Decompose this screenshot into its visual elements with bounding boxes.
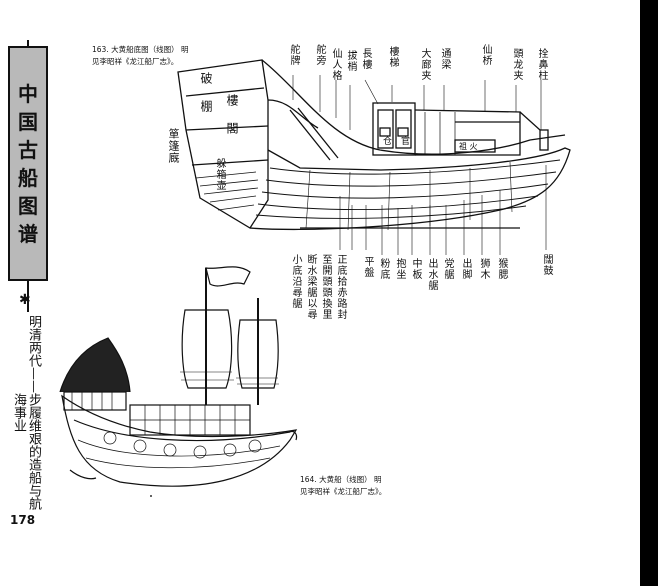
label-top: 頭龙夹	[511, 48, 522, 81]
book-title-char: 中	[18, 81, 38, 106]
label-bottom: 狮木	[478, 258, 489, 280]
label-bottom: 平盤	[362, 256, 373, 278]
label-bottom: 闊鼓	[541, 254, 552, 276]
label-bottom: 出水艍	[426, 258, 437, 291]
book-title-char: 图	[18, 193, 38, 218]
label-bottom: 粉底	[378, 258, 389, 280]
scan-border	[640, 0, 658, 586]
label-bottom: 猴腮	[496, 258, 507, 280]
label-top: 仙人格	[330, 48, 341, 81]
label-top: 拔梢	[345, 50, 356, 72]
book-page: 中 国 古 船 图 谱 ✱ 明清两代——步履维艰的造船与航海事业 178 163…	[8, 40, 571, 527]
label-bottom: 小底沿尋艍	[290, 254, 301, 309]
label-bottom: 出脚	[460, 258, 471, 280]
speck	[150, 495, 152, 497]
book-title-block: 中 国 古 船 图 谱	[8, 46, 48, 281]
label-top: 大廊夹	[419, 48, 430, 81]
label-bottom: 断水梁艍以尋	[305, 254, 316, 320]
book-title-char: 国	[18, 109, 38, 134]
label-top: 舵牌	[288, 44, 299, 66]
page-margin-column: 中 国 古 船 图 谱 ✱ 明清两代——步履维艰的造船与航海事业	[8, 40, 48, 512]
label-bottom: 抱坐	[394, 258, 405, 280]
figure-164-caption-line1: 164. 大黄船（线图） 明	[300, 475, 382, 484]
book-title-char: 古	[18, 137, 38, 162]
label-top: 仙桥	[480, 44, 491, 66]
cabin-plaque-left: 仓	[381, 136, 391, 146]
label-bottom: 至開頭頭換里	[320, 254, 331, 320]
figure-163-caption-line1: 163. 大黄船底图（线图） 明	[92, 45, 189, 54]
book-title-char: 谱	[18, 221, 38, 246]
figure-164-caption-line2: 见李昭祥《龙江船厂志》。	[300, 487, 387, 496]
cabin-plaque-right: 官	[399, 136, 409, 146]
label-left: 躲箱壶	[214, 158, 225, 191]
label-bottom: 正底拾赤路封	[335, 254, 346, 320]
book-title-char: 船	[18, 165, 38, 190]
page-number: 178	[10, 513, 36, 527]
label-top: 長樓	[360, 48, 371, 70]
section-title: 明清两代——步履维艰的造船与航海事业	[11, 312, 41, 512]
side-plaque: 祖 火	[459, 142, 478, 151]
label-top: 通梁	[439, 48, 450, 70]
figure-163-caption-line2: 见李昭祥《龙江船厂志》。	[92, 57, 179, 66]
label-top: 拴鼻柱	[536, 48, 547, 81]
figure-163-ship-drawing	[59, 59, 571, 487]
label-top: 舵旁	[314, 44, 325, 66]
label-bottom: 中板	[410, 258, 421, 280]
stern-plaque-upper: 破 棚	[199, 72, 213, 118]
section-marker-icon: ✱	[19, 292, 31, 308]
label-top: 樓梯	[387, 46, 398, 68]
label-bottom: 党艍	[442, 258, 453, 280]
label-left: 箪篷廐	[167, 128, 180, 164]
stern-plaque-lower: 樓 閣	[225, 94, 239, 140]
